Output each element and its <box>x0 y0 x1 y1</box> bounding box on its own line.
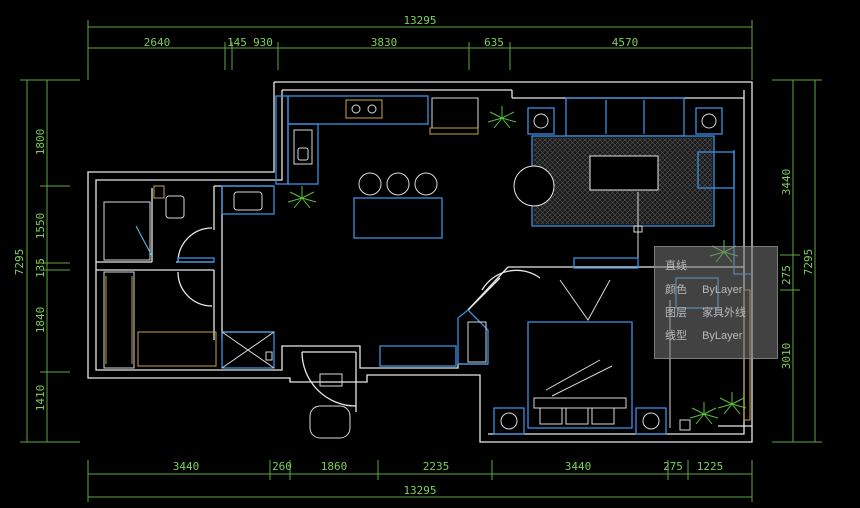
dim-bottom-2: 1860 <box>321 460 348 473</box>
dim-left-2: 135 <box>34 258 47 278</box>
dim-left-total: 7295 <box>13 249 26 276</box>
dim-top-3: 3830 <box>371 36 398 49</box>
dim-right-total: 7295 <box>802 249 815 276</box>
dim-top-1: 145 <box>227 36 247 49</box>
bathroom[interactable] <box>103 185 275 263</box>
dim-top-5: 4570 <box>612 36 639 49</box>
dim-bottom-1: 260 <box>272 460 292 473</box>
dim-top-4: 635 <box>484 36 504 49</box>
bottom-dimensions: 3440 260 1860 2235 3440 275 1225 13295 <box>87 460 753 502</box>
dim-right-1: 275 <box>780 265 793 285</box>
tooltip-row-layer: 图层 家具外线 <box>665 304 746 320</box>
dim-right-2: 3010 <box>780 343 793 370</box>
tooltip-layer-value: 家具外线 <box>702 307 747 319</box>
entry-cabinet[interactable] <box>309 345 457 439</box>
dim-top-0: 2640 <box>144 36 171 49</box>
tooltip-row-linetype: 线型 ByLayer <box>665 327 742 343</box>
living-room[interactable] <box>513 97 752 275</box>
dim-right-0: 3440 <box>780 169 793 196</box>
tooltip-color-value: ByLayer <box>702 284 743 296</box>
dim-bottom-0: 3440 <box>173 460 200 473</box>
dim-top-2: 930 <box>253 36 273 49</box>
property-tooltip: 直线 颜色 ByLayer 图层 家具外线 线型 ByLayer <box>654 246 778 359</box>
plant-icon-1 <box>487 106 517 129</box>
wardrobe[interactable] <box>103 271 275 369</box>
dim-left-3: 1840 <box>34 307 47 334</box>
dim-bottom-total: 13295 <box>403 484 436 497</box>
plant-icon-2 <box>287 186 317 209</box>
top-dimensions: 13295 2640 145 930 3830 635 4570 <box>87 14 753 80</box>
dim-bottom-4: 3440 <box>565 460 592 473</box>
tooltip-layer-label: 图层 <box>665 307 687 319</box>
tooltip-linetype-label: 线型 <box>665 330 687 342</box>
plant-icon-5 <box>717 392 747 415</box>
dining-table[interactable] <box>353 172 443 239</box>
dim-top-total: 13295 <box>403 14 436 27</box>
plant-icon-4 <box>689 402 719 425</box>
dim-bottom-5: 275 <box>663 460 683 473</box>
dim-left-4: 1410 <box>34 385 47 412</box>
dim-bottom-6: 1225 <box>697 460 724 473</box>
dim-bottom-3: 2235 <box>423 460 450 473</box>
tooltip-row-type: 直线 <box>665 257 687 273</box>
left-dimensions: 7295 1800 1550 135 1840 1410 <box>13 79 80 443</box>
dim-left-0: 1800 <box>34 129 47 156</box>
kitchen[interactable] <box>275 95 479 185</box>
tooltip-linetype-value: ByLayer <box>702 330 743 342</box>
tooltip-color-label: 颜色 <box>665 284 687 296</box>
tooltip-row-color: 颜色 ByLayer <box>665 281 742 297</box>
dim-left-1: 1550 <box>34 213 47 240</box>
tooltip-type-label: 直线 <box>665 260 687 272</box>
right-dimensions: 3440 275 3010 7295 <box>772 79 822 443</box>
